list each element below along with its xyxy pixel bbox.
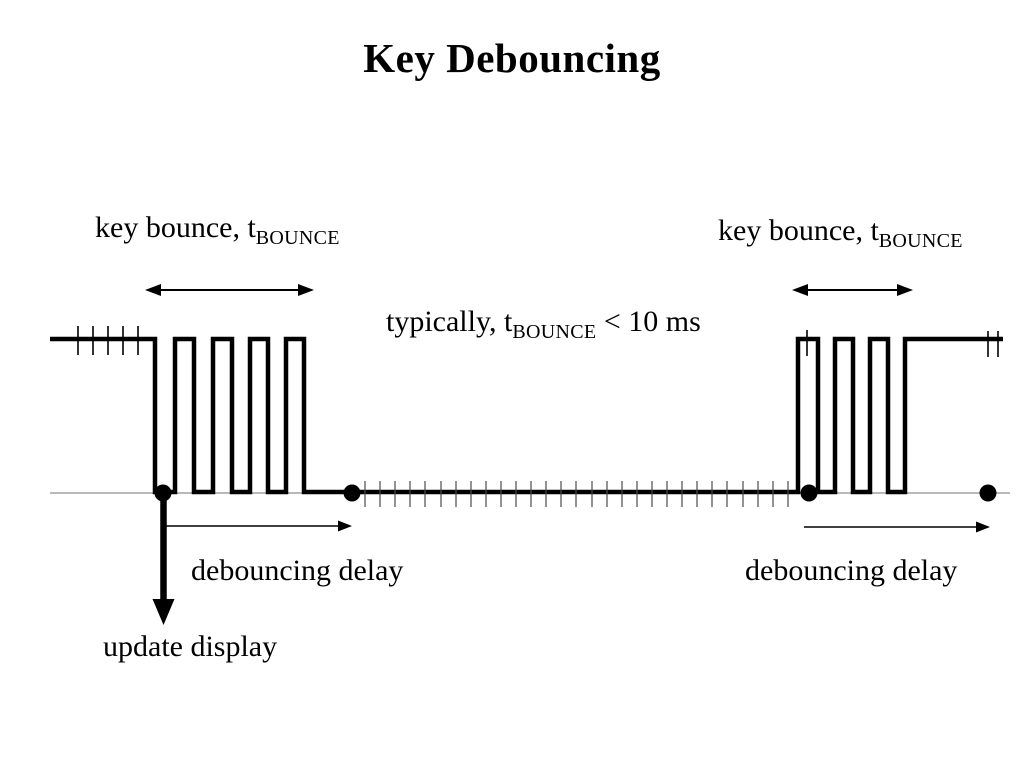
timing-dot-right-release [800, 484, 818, 502]
update-display-arrow [152, 497, 175, 625]
key-bounce-label-left: key bounce, tBOUNCE [95, 211, 340, 249]
key-bounce-right-subscript: BOUNCE [878, 230, 963, 252]
timing-dots [154, 484, 997, 502]
debouncing-delay-label-left: debouncing delay [191, 554, 404, 587]
update-display-label: update display [103, 630, 278, 663]
key-bounce-label-right: key bounce, tBOUNCE [718, 214, 963, 252]
timing-dot-right-debounced [979, 484, 997, 502]
typical-note-subscript: BOUNCE [512, 321, 597, 343]
timing-dot-left-debounced [343, 484, 361, 502]
debouncing-delay-arrow-left [163, 502, 352, 532]
page-title: Key Debouncing [363, 35, 661, 81]
signal-waveform [50, 336, 1003, 495]
typical-note-text: typically, t [386, 305, 513, 338]
left-high-hatch-ticks [77, 326, 139, 355]
typical-bounce-note: typically, tBOUNCE < 10 ms [386, 305, 701, 343]
key-bounce-left-text: key bounce, t [95, 211, 256, 244]
key-bounce-span-arrow-left [145, 284, 314, 296]
key-bounce-left-subscript: BOUNCE [255, 227, 340, 249]
low-segment-sample-ticks [364, 481, 789, 507]
typical-note-value: < 10 ms [596, 305, 701, 338]
debouncing-delay-arrow-right [804, 521, 990, 533]
debouncing-delay-label-right: debouncing delay [745, 554, 958, 587]
timing-dot-left-press [154, 484, 172, 502]
key-bounce-right-text: key bounce, t [718, 214, 879, 247]
key-bounce-span-arrow-right [792, 284, 913, 296]
right-high-hatch-ticks [987, 331, 999, 357]
